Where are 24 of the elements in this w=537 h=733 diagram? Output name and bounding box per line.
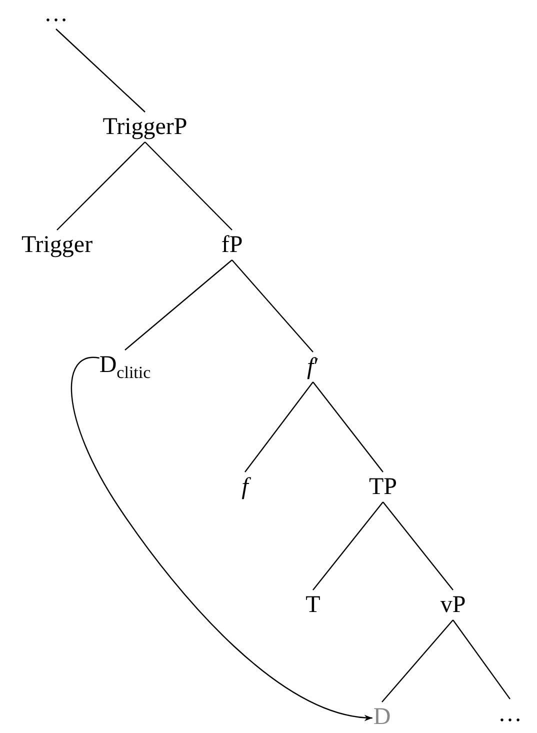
tree-node-label: fP: [221, 232, 243, 258]
tree-node-label: D$_{clitic}$: [99, 352, 151, 378]
tree-branch: [382, 502, 454, 590]
tree-branch: [452, 620, 510, 700]
tree-branch: [56, 142, 146, 230]
tree-node-label: f: [242, 474, 248, 500]
tree-node-label: Trigger: [21, 232, 93, 258]
tree-node-label: TriggerP: [102, 114, 188, 140]
tree-node-label: TP: [369, 474, 397, 500]
tree-branch: [244, 382, 314, 472]
tree-node-label: T: [306, 592, 320, 618]
tree-node-label: …: [498, 701, 522, 727]
tree-branch: [312, 502, 384, 590]
tree-node-label: …: [44, 1, 68, 27]
tree-branch: [312, 382, 384, 472]
movement-arrow: [71, 357, 372, 720]
tree-branch: [56, 28, 146, 112]
tree-node-label: vP: [440, 592, 466, 618]
tree-node-label: D: [373, 704, 391, 730]
tree-branch: [232, 260, 314, 352]
tree-branch: [144, 142, 232, 230]
tree-node-label: f′: [307, 354, 319, 380]
tree-branch: [382, 620, 454, 702]
tree-branch: [124, 260, 232, 350]
